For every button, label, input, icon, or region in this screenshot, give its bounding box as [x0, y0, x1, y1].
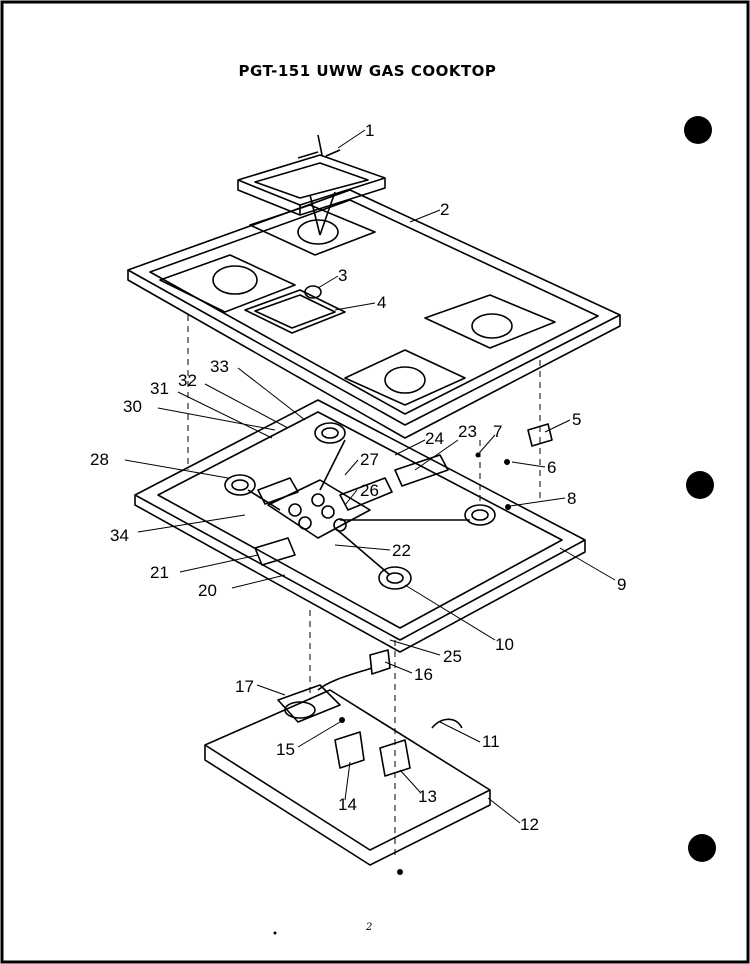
- callout-22: 22: [392, 541, 411, 560]
- callout-3: 3: [338, 266, 347, 285]
- leader-lines: [124, 129, 616, 824]
- callout-25: 25: [443, 647, 462, 666]
- callout-9: 9: [617, 575, 626, 594]
- part-bracket-5: [527, 423, 553, 447]
- callout-21: 21: [150, 563, 169, 582]
- callout-14: 14: [338, 795, 357, 814]
- callout-28: 28: [90, 450, 109, 469]
- callout-23: 23: [458, 422, 477, 441]
- binder-hole-icon: [684, 116, 712, 144]
- callout-26: 26: [360, 481, 379, 500]
- binder-hole-icon: [688, 834, 716, 862]
- callout-24: 24: [425, 429, 444, 448]
- callout-32: 32: [178, 371, 197, 390]
- part-burner-box: [134, 399, 586, 653]
- callout-labels: 1 2 3 4 5 6 7 8 9 10 11 12 13 14 15 16 1…: [90, 121, 626, 834]
- part-grate: [237, 134, 386, 236]
- part-bracket: [254, 537, 296, 566]
- callout-5: 5: [572, 410, 581, 429]
- callout-30: 30: [123, 397, 142, 416]
- callout-20: 20: [198, 581, 217, 600]
- page-number: 2: [366, 922, 373, 933]
- callout-8: 8: [567, 489, 576, 508]
- callout-4: 4: [377, 293, 386, 312]
- diagram-title: PGT-151 UWW GAS COOKTOP: [238, 62, 497, 80]
- callout-13: 13: [418, 787, 437, 806]
- callout-34: 34: [110, 526, 129, 545]
- binder-hole-icon: [686, 471, 714, 499]
- part-spark-module: [277, 684, 341, 723]
- part-bracket-13: [379, 739, 411, 777]
- callout-6: 6: [547, 458, 556, 477]
- callout-10: 10: [495, 635, 514, 654]
- part-valve-manifold: [267, 479, 371, 539]
- callout-27: 27: [360, 450, 379, 469]
- callout-7: 7: [493, 422, 502, 441]
- callout-12: 12: [520, 815, 539, 834]
- callout-17: 17: [235, 677, 254, 696]
- callout-11: 11: [482, 732, 500, 751]
- callout-31: 31: [150, 379, 169, 398]
- callout-33: 33: [210, 357, 229, 376]
- alignment-lines: [187, 315, 541, 860]
- part-igniter-module: [369, 649, 391, 675]
- part-burner-heads: [224, 422, 496, 590]
- callout-15: 15: [276, 740, 295, 759]
- part-cooktop-top: [127, 189, 621, 439]
- part-panel-insert: [244, 289, 346, 334]
- part-cord: [431, 718, 463, 729]
- part-knob: [304, 285, 322, 299]
- part-switch: [334, 731, 365, 769]
- callout-1: 1: [365, 121, 374, 140]
- callout-16: 16: [414, 665, 433, 684]
- callout-2: 2: [440, 200, 449, 219]
